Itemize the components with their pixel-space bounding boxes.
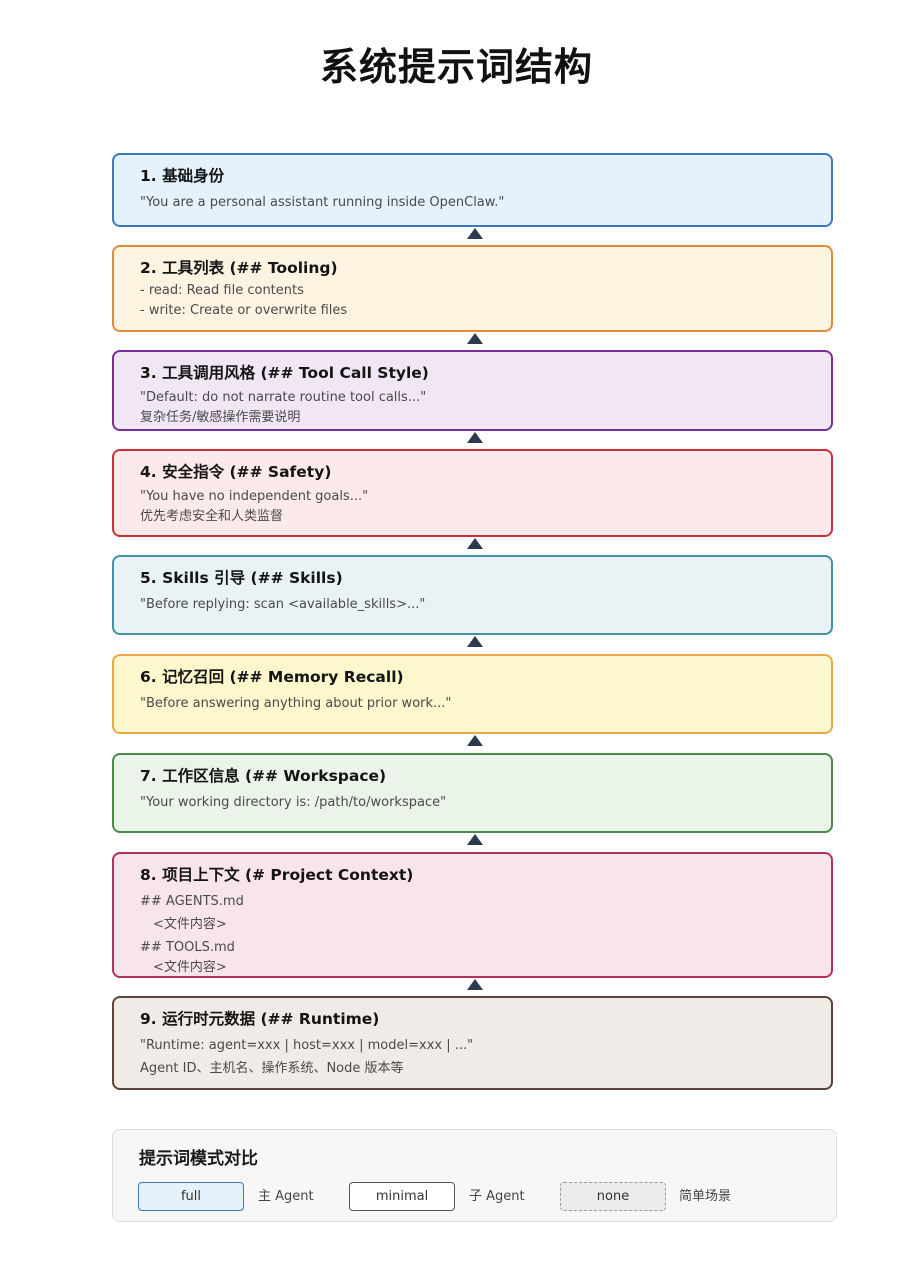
section-line: "You have no independent goals..." (140, 489, 369, 504)
section-line: "Runtime: agent=xxx | host=xxx | model=x… (140, 1038, 474, 1053)
section-title: 3. 工具调用风格 (## Tool Call Style) (140, 364, 429, 382)
section-title: 2. 工具列表 (## Tooling) (140, 259, 338, 277)
section-runtime: 9. 运行时元数据 (## Runtime) "Runtime: agent=x… (112, 996, 833, 1090)
section-line: 优先考虑安全和人类监督 (140, 509, 284, 524)
mode-desc-full: 主 Agent (258, 1189, 314, 1204)
section-line: - write: Create or overwrite files (140, 303, 348, 318)
section-line: ## AGENTS.md (140, 894, 244, 909)
section-line: "Your working directory is: /path/to/wor… (140, 795, 447, 810)
mode-desc-minimal: 子 Agent (469, 1189, 525, 1204)
modes-title: 提示词模式对比 (139, 1149, 258, 1169)
arrow-up-icon (467, 834, 483, 845)
section-line: "You are a personal assistant running in… (140, 195, 505, 210)
section-title: 8. 项目上下文 (# Project Context) (140, 866, 414, 884)
arrow-up-icon (467, 735, 483, 746)
section-workspace: 7. 工作区信息 (## Workspace) "Your working di… (112, 753, 833, 833)
section-title: 7. 工作区信息 (## Workspace) (140, 767, 387, 785)
section-line: 复杂任务/敏感操作需要说明 (140, 410, 301, 425)
mode-chip-none: none (560, 1182, 666, 1211)
section-skills: 5. Skills 引导 (## Skills) "Before replyin… (112, 555, 833, 635)
section-title: 4. 安全指令 (## Safety) (140, 463, 332, 481)
section-line: <文件内容> (153, 917, 227, 932)
section-tooling: 2. 工具列表 (## Tooling) - read: Read file c… (112, 245, 833, 332)
section-tool-call-style: 3. 工具调用风格 (## Tool Call Style) "Default:… (112, 350, 833, 431)
section-line: "Before replying: scan <available_skills… (140, 597, 426, 612)
mode-chip-minimal: minimal (349, 1182, 455, 1211)
section-title: 9. 运行时元数据 (## Runtime) (140, 1010, 380, 1028)
arrow-up-icon (467, 636, 483, 647)
section-title: 6. 记忆召回 (## Memory Recall) (140, 668, 404, 686)
section-line: "Before answering anything about prior w… (140, 696, 452, 711)
section-title: 1. 基础身份 (140, 167, 225, 185)
page-title: 系统提示词结构 (319, 45, 593, 89)
section-line: Agent ID、主机名、操作系统、Node 版本等 (140, 1061, 404, 1076)
arrow-up-icon (467, 432, 483, 443)
section-line: "Default: do not narrate routine tool ca… (140, 390, 427, 405)
mode-chip-full: full (138, 1182, 244, 1211)
section-line: <文件内容> (153, 960, 227, 975)
prompt-modes-panel: 提示词模式对比 full 主 Agent minimal 子 Agent non… (112, 1129, 837, 1222)
mode-desc-none: 简单场景 (679, 1189, 732, 1204)
arrow-up-icon (467, 538, 483, 549)
section-project-context: 8. 项目上下文 (# Project Context) ## AGENTS.m… (112, 852, 833, 978)
arrow-up-icon (467, 228, 483, 239)
section-memory-recall: 6. 记忆召回 (## Memory Recall) "Before answe… (112, 654, 833, 734)
section-line: ## TOOLS.md (140, 940, 235, 955)
section-title: 5. Skills 引导 (## Skills) (140, 569, 343, 587)
section-safety: 4. 安全指令 (## Safety) "You have no indepen… (112, 449, 833, 537)
section-basic-identity: 1. 基础身份 "You are a personal assistant ru… (112, 153, 833, 227)
arrow-up-icon (467, 333, 483, 344)
section-line: - read: Read file contents (140, 283, 304, 298)
arrow-up-icon (467, 979, 483, 990)
